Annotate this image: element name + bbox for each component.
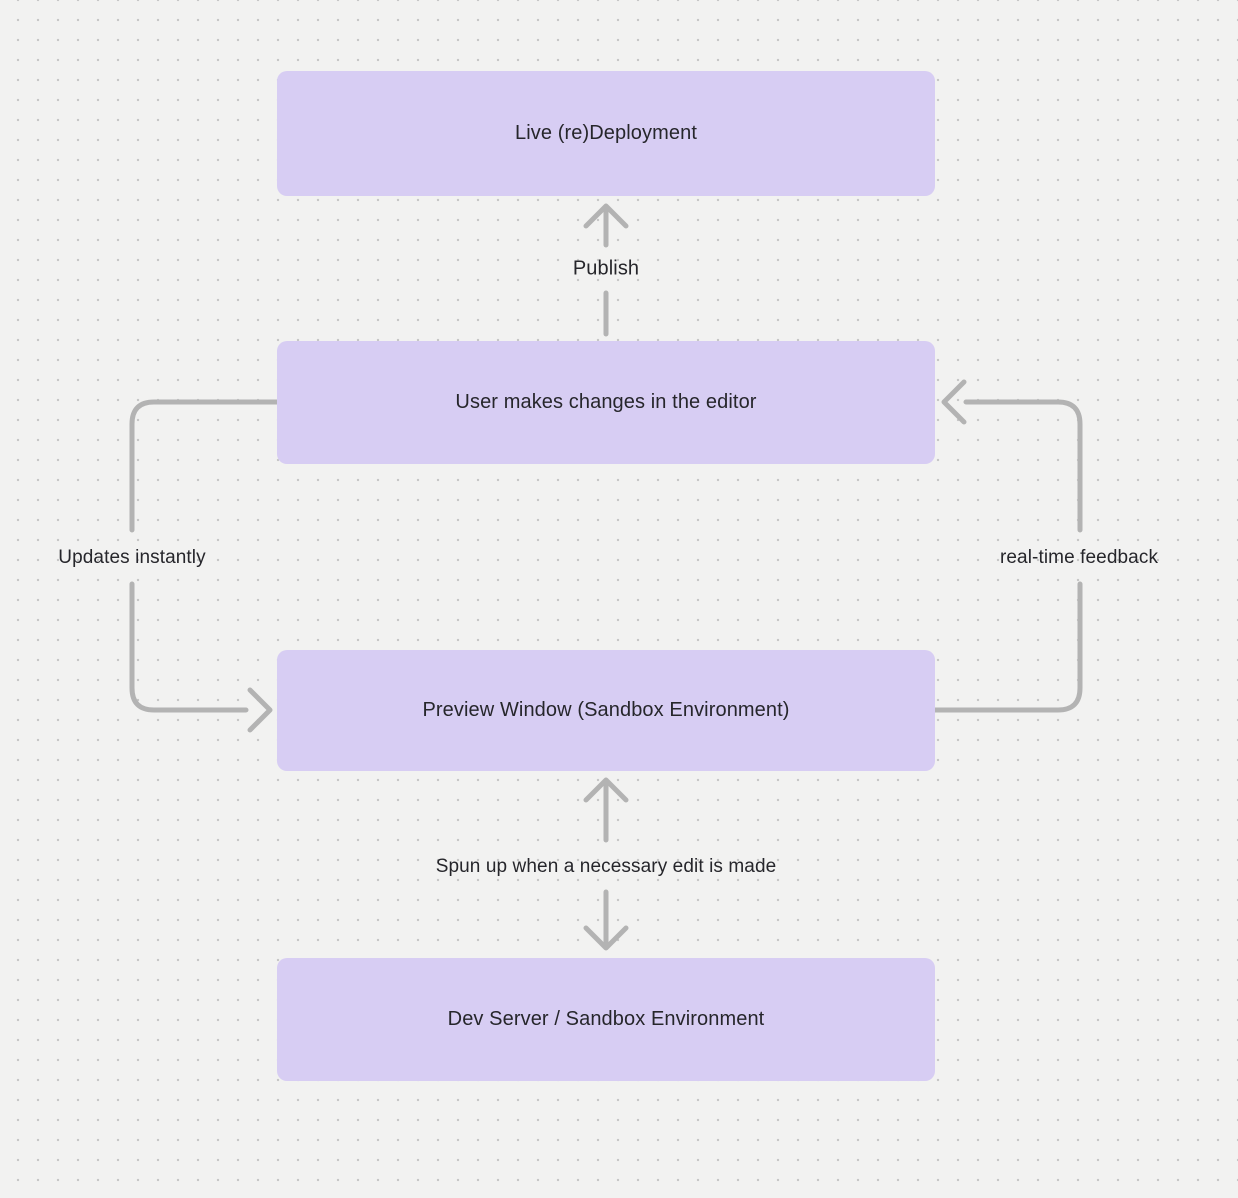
arrowhead-right-icon	[247, 687, 273, 733]
edge-real-time-feedback	[932, 379, 1083, 713]
arrowhead-up-icon	[583, 777, 629, 803]
node-dev-server[interactable]: Dev Server / Sandbox Environment	[277, 958, 935, 1081]
node-preview-window[interactable]: Preview Window (Sandbox Environment)	[277, 650, 935, 771]
arrowhead-left-icon	[941, 379, 967, 425]
arrowhead-up-icon	[583, 203, 629, 229]
edge-label-spun-up: Spun up when a necessary edit is made	[435, 856, 777, 877]
node-live-redeployment[interactable]: Live (re)Deployment	[277, 71, 935, 196]
edge-label-real-time-feedback: real-time feedback	[999, 547, 1159, 568]
edge-label-updates-instantly: Updates instantly	[58, 547, 206, 568]
arrowhead-down-icon	[583, 925, 629, 951]
node-preview-window-label: Preview Window (Sandbox Environment)	[422, 699, 790, 721]
node-live-redeployment-label: Live (re)Deployment	[515, 122, 697, 144]
edge-label-publish: Publish	[572, 257, 640, 280]
node-user-changes-label: User makes changes in the editor	[455, 391, 757, 413]
node-user-changes[interactable]: User makes changes in the editor	[277, 341, 935, 464]
node-dev-server-label: Dev Server / Sandbox Environment	[447, 1008, 765, 1030]
